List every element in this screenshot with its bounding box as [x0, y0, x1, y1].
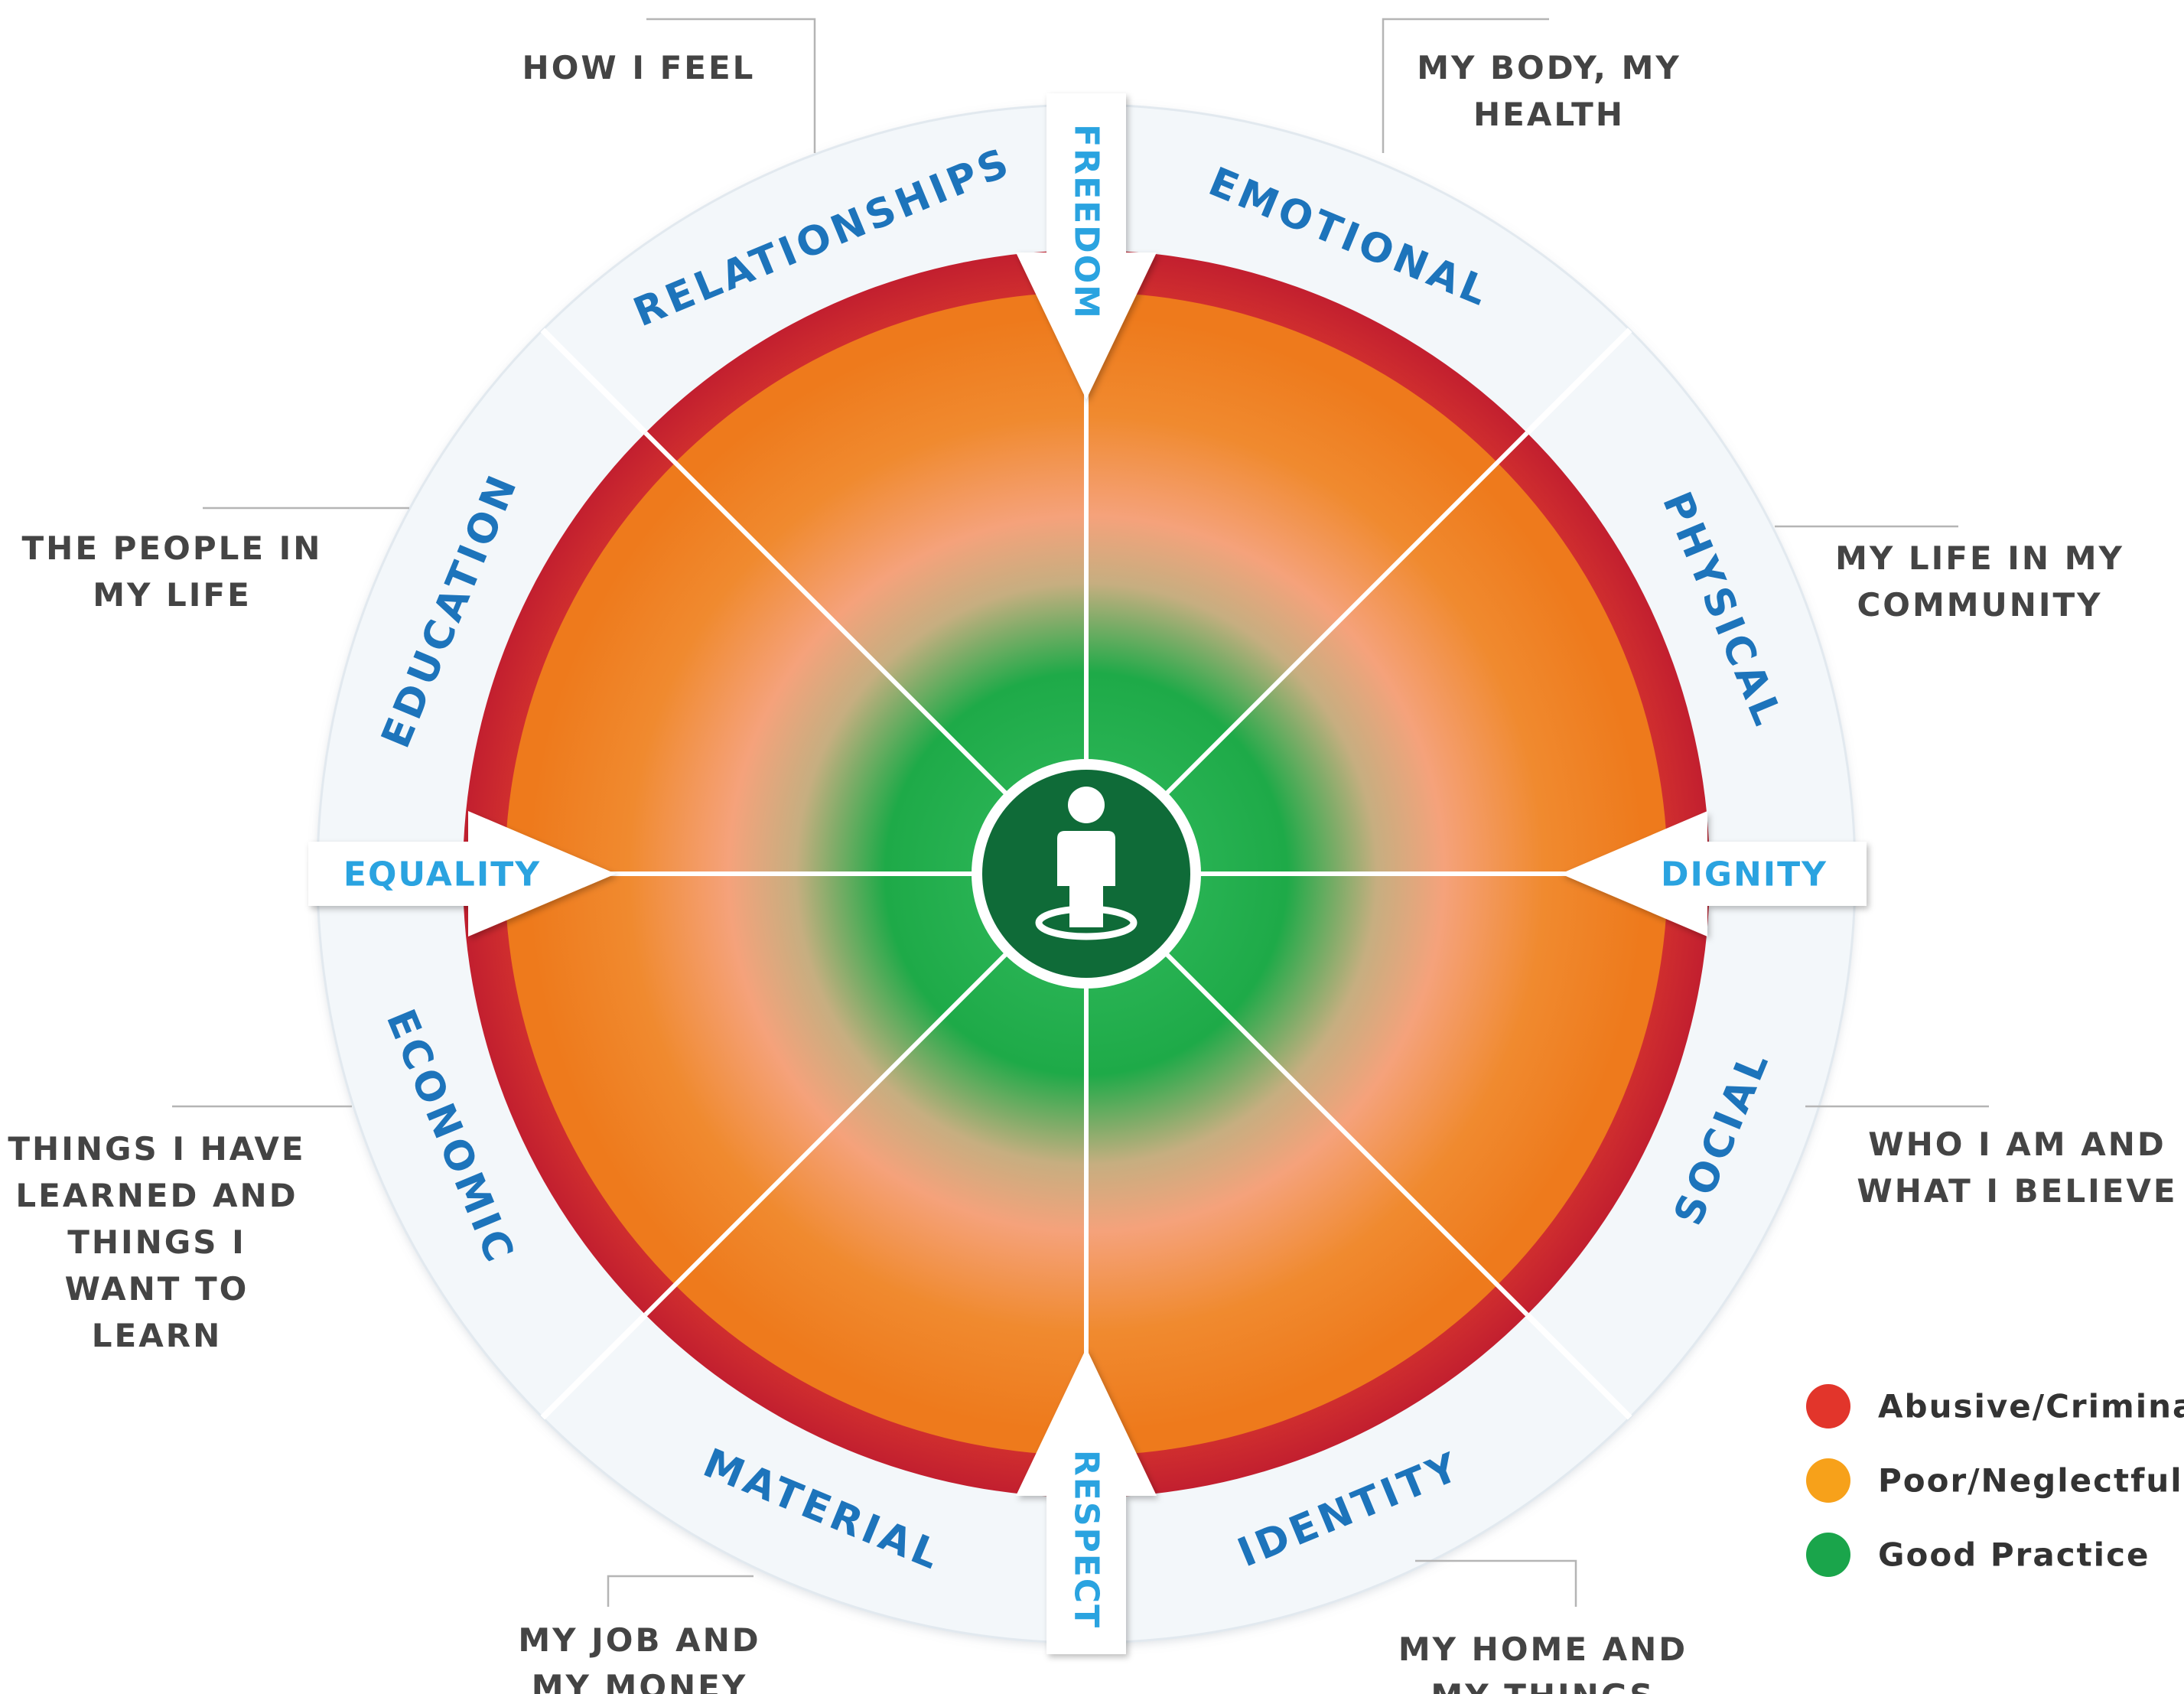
description-line: MY HOME AND [1398, 1630, 1688, 1668]
description-line: MY LIFE IN MY [1835, 539, 2124, 577]
spoke-line [643, 431, 1008, 796]
leader-line [1415, 1559, 1577, 1607]
description-line: MY LIFE [93, 576, 252, 614]
legend-label-good-practice: Good Practice [1878, 1536, 2150, 1574]
description-line: THINGS I [67, 1223, 246, 1261]
description-line: MY MONEY [532, 1668, 748, 1694]
center-hub [972, 759, 1201, 989]
description-education: THINGS I HAVE LEARNED AND THINGS I WANT TO L… [8, 1130, 305, 1354]
dignity-arrow: DIGNITY [1561, 811, 1867, 937]
leader-line [607, 1575, 753, 1607]
description-line: THINGS I HAVE [8, 1130, 305, 1168]
leader-line [1382, 18, 1549, 153]
description-line: COMMUNITY [1857, 586, 2102, 624]
description-economic: MY JOB AND MY MONEY [518, 1621, 760, 1694]
description-identity: WHO I AM AND WHAT I BELIEVE [1857, 1126, 2177, 1210]
freedom-arrow: FREEDOM [1016, 93, 1157, 399]
description-line: MY BODY, MY [1417, 49, 1681, 86]
band-divider [540, 1312, 648, 1420]
legend-swatch-poor-neglectful [1806, 1458, 1850, 1503]
respect-arrow: RESPECT [1016, 1348, 1157, 1654]
leader-line [646, 18, 816, 153]
description-line: MY JOB AND [518, 1621, 760, 1659]
legend-swatch-good-practice [1806, 1533, 1850, 1577]
person-icon [1035, 787, 1138, 940]
description-line: WHO I AM AND [1868, 1126, 2166, 1163]
freedom-label: FREEDOM [1067, 124, 1106, 320]
equality-label: EQUALITY [343, 855, 541, 894]
band-divider [1525, 1312, 1632, 1420]
spoke-line [1164, 431, 1529, 796]
band-divider [540, 327, 648, 435]
description-line: HOW I FEEL [522, 49, 756, 86]
description-material: MY HOME AND MY THINGS [1398, 1630, 1688, 1694]
description-line: LEARNED AND [15, 1177, 298, 1214]
description-social: MY LIFE IN MY COMMUNITY [1835, 539, 2124, 624]
description-line: WANT TO [65, 1270, 249, 1308]
description-emotional: HOW I FEEL [522, 49, 756, 86]
spoke-line [1164, 952, 1529, 1317]
legend-label-abusive-criminal: Abusive/Criminal [1878, 1388, 2184, 1425]
description-line: WHAT I BELIEVE [1857, 1172, 2177, 1210]
description-relationships: THE PEOPLE IN MY LIFE [22, 529, 323, 614]
legend-label-poor-neglectful: Poor/Neglectful [1878, 1462, 2183, 1500]
equality-arrow: EQUALITY [308, 811, 616, 937]
description-physical: MY BODY, MY HEALTH [1417, 49, 1681, 133]
description-line: LEARN [92, 1317, 222, 1354]
band-divider [1525, 327, 1632, 435]
description-line: THE PEOPLE IN [22, 529, 323, 567]
dignity-label: DIGNITY [1661, 855, 1828, 894]
respect-label: RESPECT [1067, 1450, 1106, 1629]
legend-swatch-abusive-criminal [1806, 1384, 1850, 1428]
description-line: HEALTH [1473, 96, 1625, 133]
spoke-line [643, 952, 1008, 1317]
description-line: MY THINGS [1431, 1677, 1655, 1694]
